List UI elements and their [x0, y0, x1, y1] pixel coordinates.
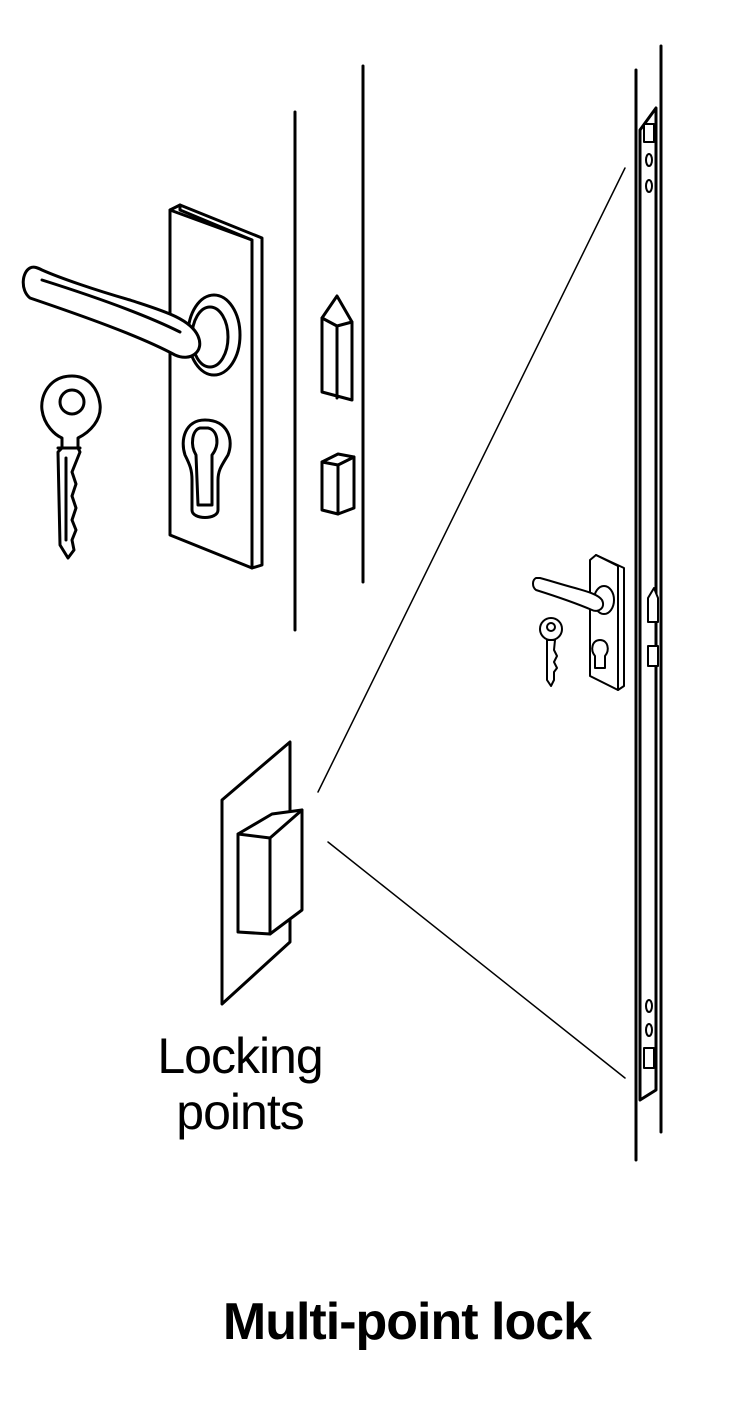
- locking-points-label-line2: points: [176, 1084, 304, 1140]
- latch-bolt: [320, 294, 354, 402]
- door-locking-point-top: [643, 123, 655, 193]
- door-lock-body: [647, 587, 659, 667]
- diagram-title: Multi-point lock: [222, 1293, 592, 1351]
- key-small: [539, 617, 563, 687]
- key-large: [40, 374, 102, 560]
- door-edge: [634, 44, 663, 1162]
- callout-lines: [317, 167, 626, 1079]
- euro-cylinder: [181, 418, 232, 519]
- locking-point-zoom: [220, 740, 304, 1006]
- door-handle-small: [532, 554, 625, 691]
- door-edge-zoom: [293, 64, 365, 632]
- door-locking-point-bottom: [643, 999, 655, 1069]
- locking-points-label-line1: Locking: [157, 1028, 323, 1084]
- deadbolt-small: [320, 452, 356, 516]
- locking-points-label: Locking points: [120, 1028, 360, 1140]
- door-lever-handle: [21, 265, 242, 377]
